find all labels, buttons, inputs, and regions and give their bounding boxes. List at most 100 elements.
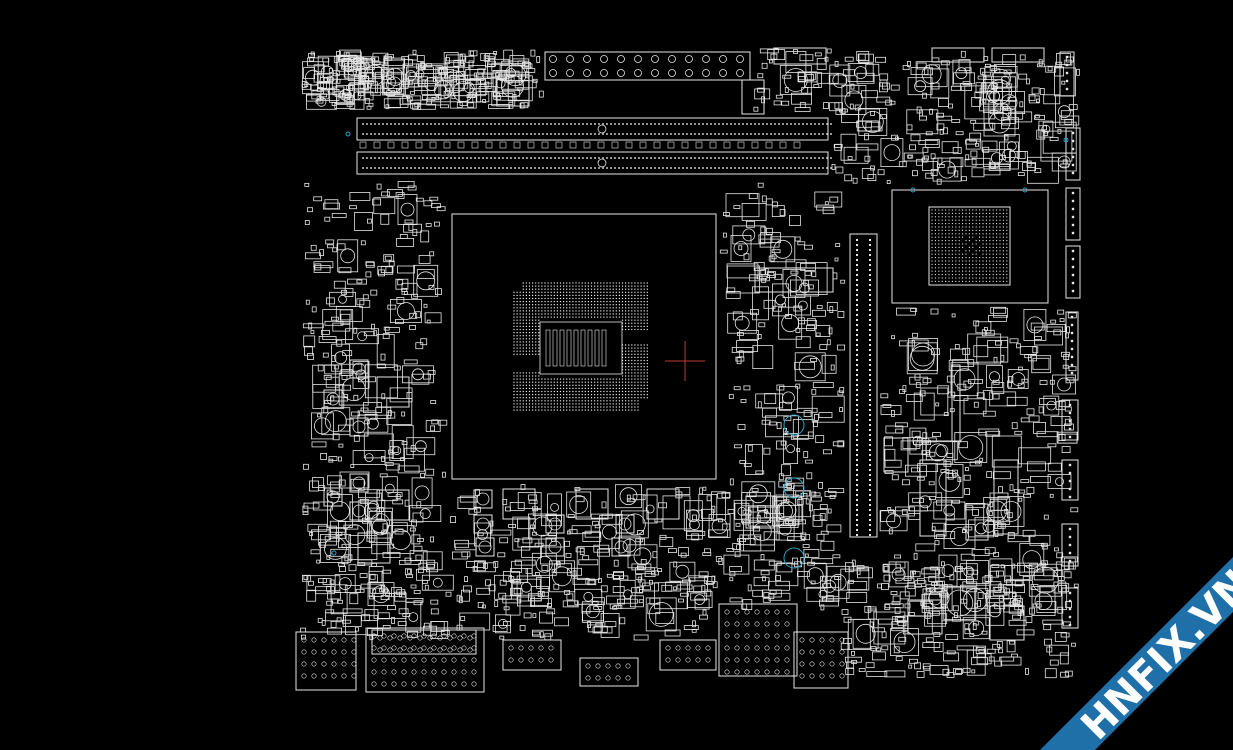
component-outline xyxy=(438,68,445,73)
component-outline xyxy=(973,345,989,358)
component-outline xyxy=(349,501,369,521)
component-outline xyxy=(370,289,378,296)
component-outline xyxy=(894,554,901,559)
component-outline xyxy=(384,255,392,261)
component-outline xyxy=(847,581,868,590)
component-outline xyxy=(552,329,558,367)
component-outline xyxy=(970,150,978,158)
component-outline xyxy=(976,653,992,665)
component-outline xyxy=(482,99,487,103)
component-outline xyxy=(739,534,762,552)
component-outline xyxy=(383,254,395,263)
component-outline xyxy=(856,72,875,84)
component-outline xyxy=(960,83,972,91)
component-outline xyxy=(595,622,604,627)
component-outline xyxy=(307,57,329,67)
component-outline xyxy=(841,609,849,615)
component-outline xyxy=(797,241,806,246)
component-outline xyxy=(467,101,475,108)
component-outline xyxy=(368,574,378,583)
component-outline xyxy=(329,579,335,585)
component-outline xyxy=(977,75,987,80)
component-outline xyxy=(756,515,761,522)
component-outline xyxy=(984,66,1018,92)
component-outline xyxy=(601,501,607,509)
component-outline xyxy=(884,670,906,678)
component-outline xyxy=(989,110,998,114)
component-outline xyxy=(914,583,922,588)
sata-header-vertical xyxy=(849,233,878,538)
component-outline xyxy=(484,53,496,59)
component-outline xyxy=(923,567,945,579)
component-outline xyxy=(729,577,734,582)
component-outline xyxy=(481,604,486,609)
component-outline xyxy=(461,589,470,602)
component-outline xyxy=(992,643,1001,650)
component-outline xyxy=(1032,346,1039,354)
component-outline xyxy=(508,79,513,84)
component-outline xyxy=(361,517,369,524)
component-outline xyxy=(1042,121,1077,154)
component-outline xyxy=(556,561,561,565)
component-outline xyxy=(332,433,340,441)
component-outline xyxy=(981,140,998,152)
component-outline xyxy=(319,534,351,563)
component-outline xyxy=(811,395,845,423)
component-outline xyxy=(353,394,359,401)
component-outline xyxy=(1053,329,1062,336)
component-outline xyxy=(922,432,928,440)
component-outline xyxy=(911,467,920,473)
component-outline xyxy=(300,627,306,633)
component-outline xyxy=(726,263,759,279)
component-outline xyxy=(839,407,843,413)
component-outline xyxy=(502,89,521,97)
component-outline xyxy=(885,99,893,106)
component-outline xyxy=(964,85,996,120)
component-outline xyxy=(837,310,845,318)
component-outline xyxy=(321,620,326,626)
component-outline xyxy=(923,665,931,671)
component-outline xyxy=(514,80,537,89)
component-outline xyxy=(665,581,681,592)
component-outline xyxy=(326,600,334,606)
component-outline xyxy=(965,503,989,541)
component-outline xyxy=(443,91,449,98)
component-outline xyxy=(729,478,734,486)
component-outline xyxy=(936,499,952,506)
component-outline xyxy=(1006,512,1013,519)
component-outline xyxy=(450,516,456,523)
component-outline xyxy=(345,52,350,57)
component-outline xyxy=(397,465,420,474)
component-outline xyxy=(520,102,529,109)
component-outline xyxy=(541,515,562,527)
component-outline xyxy=(329,481,340,493)
component-outline xyxy=(843,146,869,164)
component-outline xyxy=(759,48,779,54)
component-outline xyxy=(775,575,781,581)
component-outline xyxy=(1061,587,1079,629)
component-outline xyxy=(579,548,585,555)
atx-power-connector xyxy=(544,51,751,81)
component-outline xyxy=(943,652,959,662)
component-outline xyxy=(914,662,921,670)
component-outline xyxy=(973,122,994,131)
component-outline xyxy=(1044,668,1057,679)
component-outline xyxy=(426,559,436,568)
component-outline xyxy=(332,322,351,332)
component-outline xyxy=(536,56,541,63)
component-outline xyxy=(729,566,742,572)
component-outline xyxy=(371,629,477,655)
component-outline xyxy=(991,382,1005,394)
component-outline xyxy=(763,592,770,598)
component-outline xyxy=(327,76,334,84)
component-outline xyxy=(940,60,950,66)
component-outline xyxy=(1056,53,1071,65)
component-outline xyxy=(492,625,508,632)
component-outline xyxy=(815,435,825,444)
component-outline xyxy=(445,591,452,597)
component-outline xyxy=(348,564,357,572)
component-outline xyxy=(508,524,517,528)
component-outline xyxy=(917,463,938,473)
